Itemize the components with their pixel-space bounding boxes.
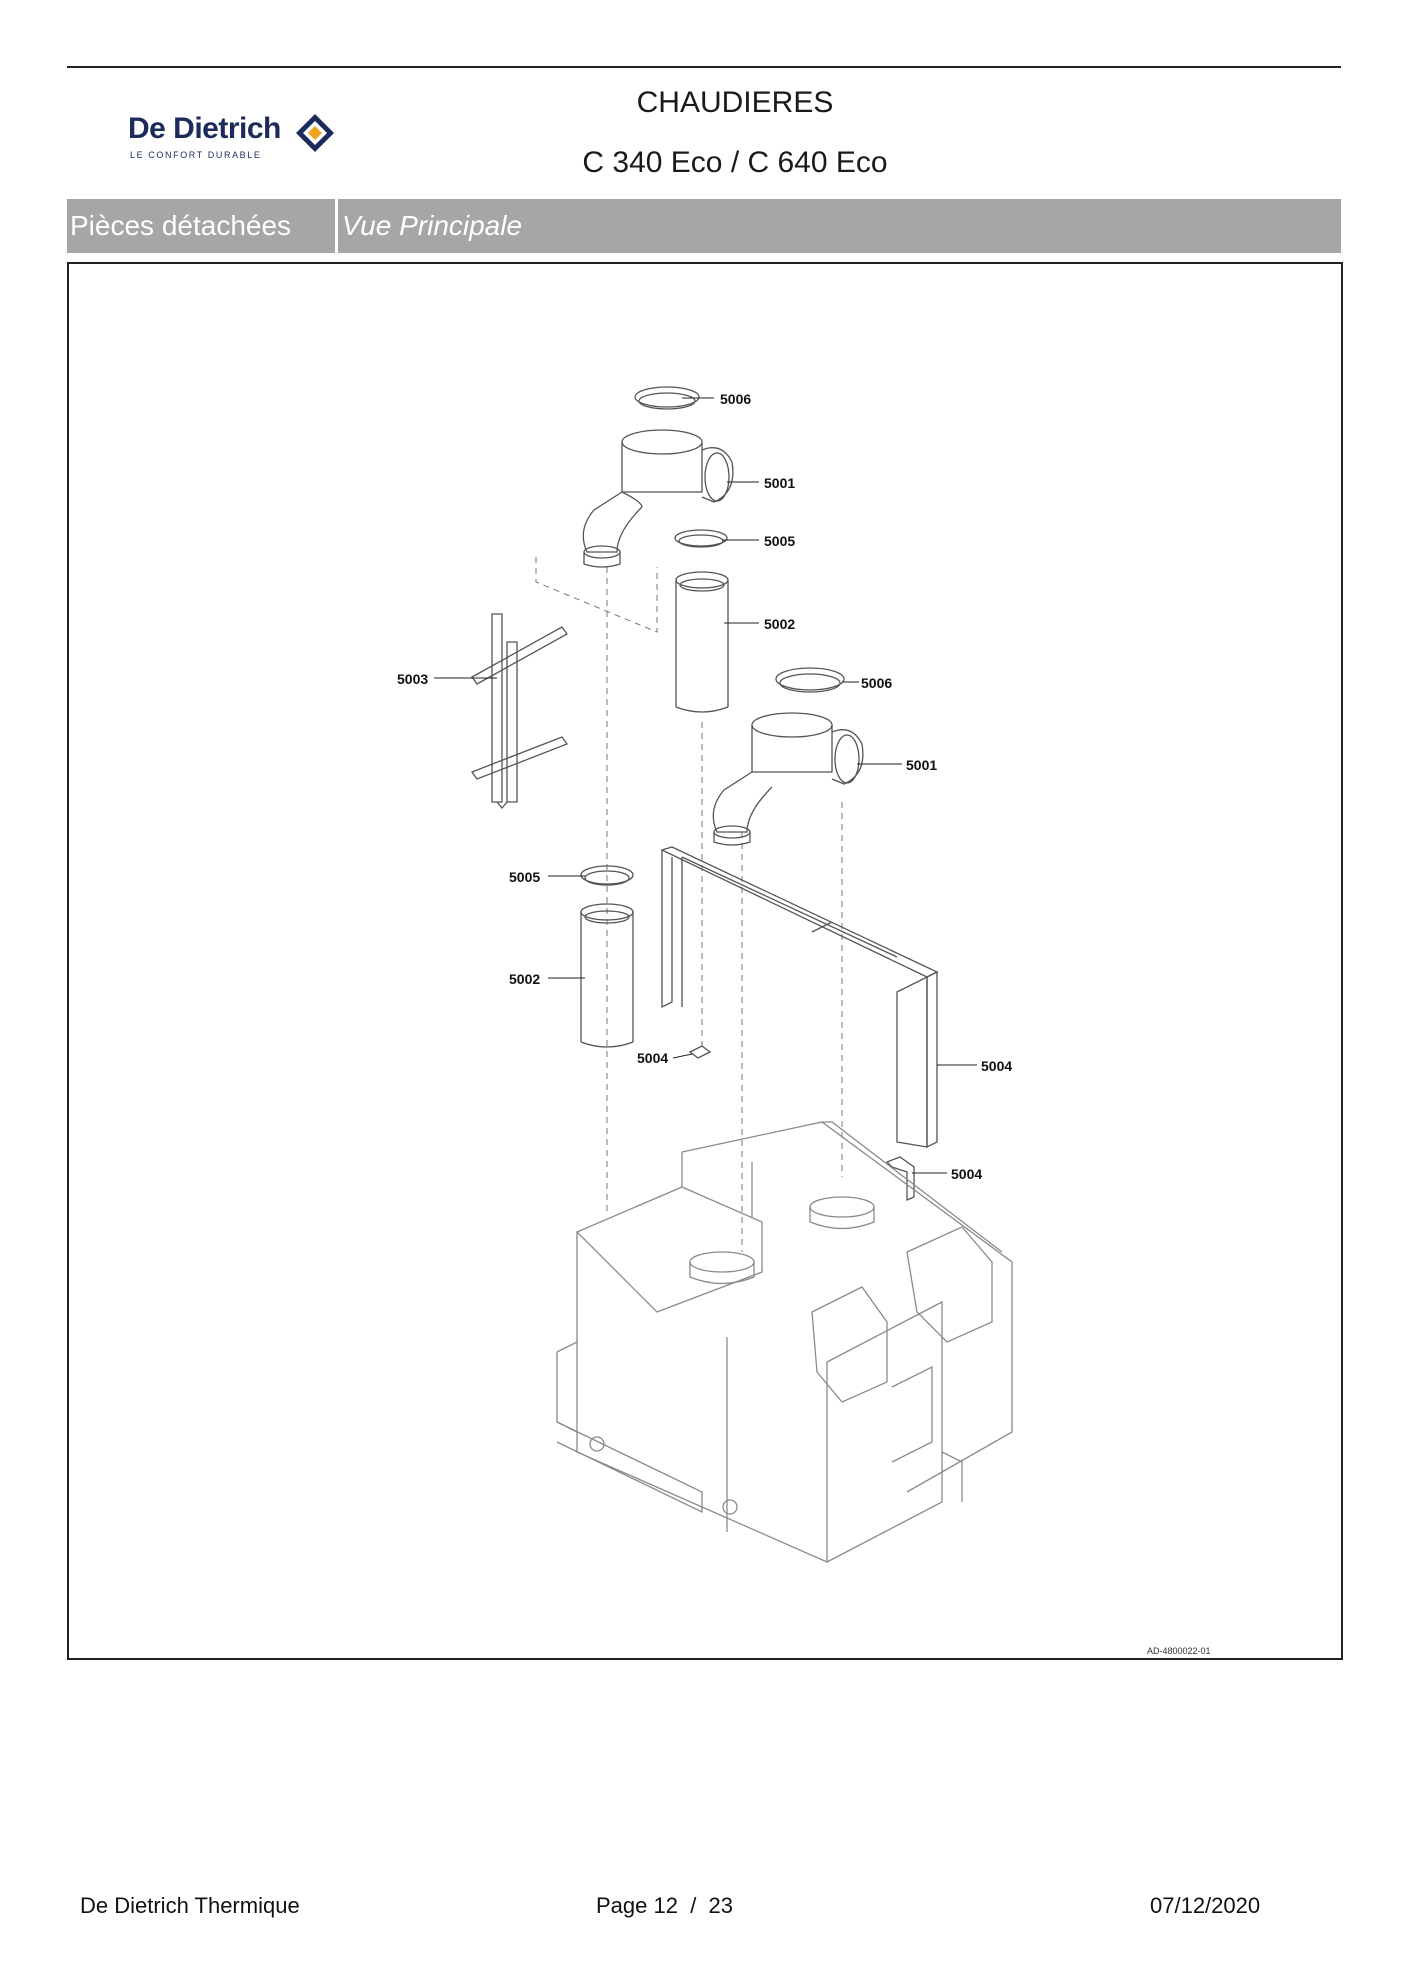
- section-bar: Pièces détachées Vue Principale: [67, 199, 1341, 253]
- callout-5005-top: 5005: [764, 533, 795, 549]
- flue-pipe-low: [580, 903, 634, 1048]
- footer-date: 07/12/2020: [1150, 1893, 1261, 1918]
- boiler-body: [556, 1121, 1013, 1563]
- top-rule: [67, 66, 1341, 68]
- callout-5004-bottom: 5004: [951, 1166, 982, 1182]
- callout-5004-right: 5004: [981, 1058, 1012, 1074]
- section-view: Vue Principale: [342, 210, 523, 241]
- drawing-reference: AD-4800022-01: [1147, 1646, 1211, 1656]
- cover-panel: [660, 846, 939, 1149]
- brand-diamond-icon: [296, 114, 334, 152]
- flue-elbow-mid: [712, 712, 864, 846]
- seal-ring-low: [580, 865, 634, 885]
- flue-elbow-top: [582, 386, 734, 568]
- footer-company: De Dietrich Thermique: [80, 1893, 300, 1918]
- callout-5004-small: 5004: [637, 1050, 668, 1066]
- callout-5006-top: 5006: [720, 391, 751, 407]
- document-title: CHAUDIERES: [636, 86, 834, 119]
- exploded-view-svg: 5006 5001 5005 5002 5003 5006 5001 5005 …: [397, 386, 1013, 1563]
- alignment-lines: [535, 557, 843, 1252]
- seal-ring-mid: [775, 667, 845, 691]
- clip-part-right: [885, 1156, 915, 1201]
- section-category: Pièces détachées: [70, 210, 292, 241]
- footer-page-number: Page 12 / 23: [596, 1893, 733, 1918]
- leader-lines: [434, 397, 977, 1174]
- clip-part-mid: [688, 1045, 712, 1059]
- callout-5005-mid: 5005: [509, 869, 540, 885]
- brand-name: De Dietrich: [128, 112, 281, 145]
- brand-logo: De Dietrich LE CONFORT DURABLE: [128, 112, 348, 164]
- seal-ring-top: [674, 529, 728, 547]
- flue-pipe-top: [675, 571, 729, 713]
- callout-5001-top: 5001: [764, 475, 795, 491]
- callout-5002-top: 5002: [764, 616, 795, 632]
- section-divider: [335, 199, 338, 253]
- callout-5001-mid: 5001: [906, 757, 937, 773]
- brand-tagline: LE CONFORT DURABLE: [130, 150, 262, 160]
- support-bracket: [470, 613, 569, 810]
- callout-5002-mid: 5002: [509, 971, 540, 987]
- document-subtitle: C 340 Eco / C 640 Eco: [582, 146, 888, 179]
- exploded-view-drawing: 5006 5001 5005 5002 5003 5006 5001 5005 …: [67, 262, 1343, 1660]
- callout-5003: 5003: [397, 671, 428, 687]
- callout-5006-mid: 5006: [861, 675, 892, 691]
